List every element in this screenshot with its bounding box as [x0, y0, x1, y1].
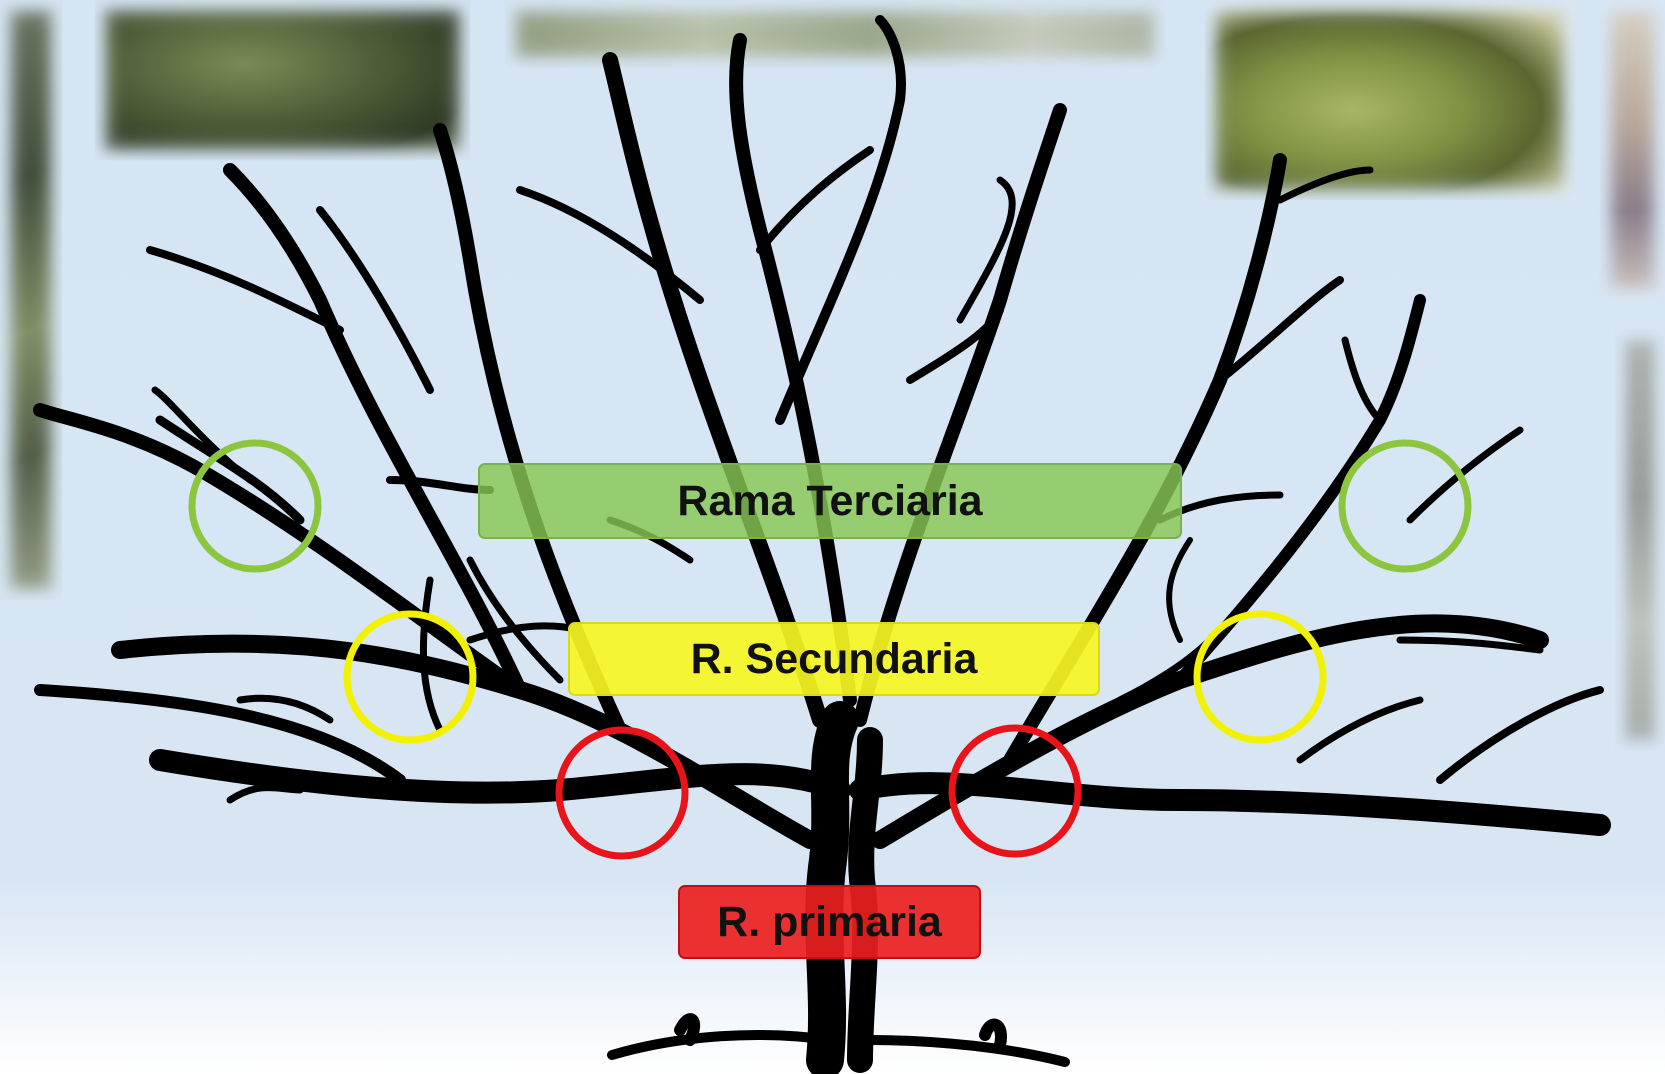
- tertiary-branch: [1396, 636, 1544, 654]
- tree-root: [674, 1013, 701, 1046]
- marker-circle-secondary-right: [1193, 610, 1327, 744]
- secondary-branch-label: R. Secundaria: [568, 622, 1100, 696]
- tertiary-branch-label: Rama Terciaria: [478, 463, 1182, 539]
- background-photo: [1615, 330, 1665, 750]
- tree-root: [865, 1035, 1070, 1067]
- tertiary-branch: [466, 622, 584, 644]
- marker-circle-primary-left: [555, 726, 689, 860]
- marker-circle-tertiary-left: [188, 439, 322, 573]
- tertiary-branch: [466, 556, 564, 684]
- tertiary-branch: [1166, 537, 1193, 643]
- secondary-branch: [853, 103, 1067, 727]
- tree-root: [607, 1030, 835, 1060]
- tertiary-branch: [151, 386, 254, 484]
- primary-branch: [149, 749, 851, 804]
- secondary-branch: [33, 403, 527, 697]
- tertiary-branch: [1341, 336, 1384, 424]
- tertiary-branch: [956, 176, 1016, 324]
- marker-circle-secondary-left: [343, 610, 477, 744]
- tertiary-branch: [1436, 686, 1604, 784]
- tertiary-branch: [906, 306, 1004, 384]
- marker-circle-tertiary-right: [1338, 439, 1472, 573]
- tertiary-branch: [146, 246, 344, 334]
- tertiary-branch: [775, 15, 906, 425]
- background-photo: [1600, 0, 1665, 300]
- tree-root: [979, 1018, 1007, 1051]
- secondary-branch: [223, 163, 527, 697]
- primary-branch-label: R. primaria: [678, 885, 981, 959]
- tertiary-branch: [236, 694, 334, 724]
- secondary-branch: [602, 52, 828, 728]
- tertiary-branch: [516, 186, 704, 304]
- tertiary-branch: [1216, 276, 1344, 384]
- tertiary-branch: [1276, 166, 1374, 204]
- background-photo: [95, 0, 470, 160]
- tertiary-branch: [756, 146, 874, 254]
- tertiary-branch: [155, 415, 305, 525]
- secondary-branch: [34, 684, 406, 786]
- tertiary-branch: [316, 206, 434, 394]
- tertiary-branch: [419, 576, 444, 734]
- marker-circle-primary-right: [948, 724, 1082, 858]
- background-photo: [1205, 0, 1575, 200]
- tertiary-branch: [1406, 426, 1524, 524]
- tertiary-branch: [1296, 696, 1424, 764]
- tertiary-branch: [226, 784, 304, 804]
- secondary-branch: [729, 33, 857, 707]
- background-photo: [0, 0, 62, 600]
- tree-trunk: [805, 701, 859, 1074]
- tertiary-branch: [116, 636, 254, 654]
